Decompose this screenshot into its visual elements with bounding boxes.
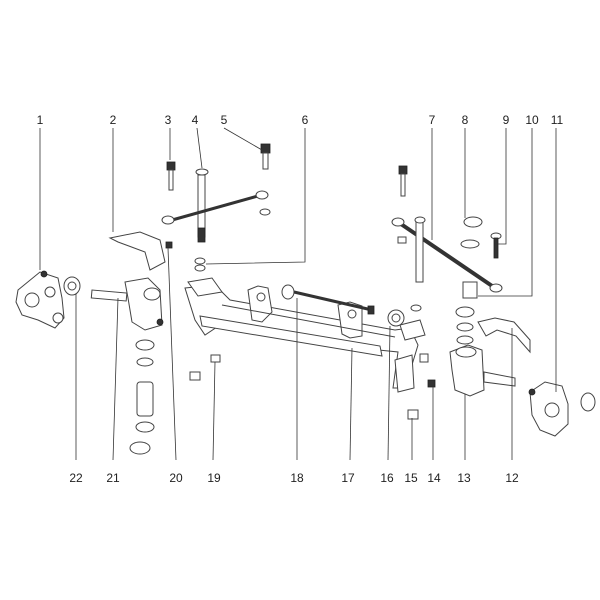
- nut-19: [189, 354, 221, 381]
- callout-15: 15: [404, 471, 418, 485]
- callout-12: 12: [505, 471, 519, 485]
- left-brake-caliper: [15, 270, 65, 329]
- left-kingpin-stack: [129, 339, 155, 455]
- callout-22: 22: [69, 471, 83, 485]
- leader-lines: [39, 127, 557, 461]
- callout-21: 21: [106, 471, 120, 485]
- bolt-14: [419, 353, 436, 388]
- left-steering-knuckle: [90, 231, 166, 331]
- right-brake-caliper: [528, 381, 596, 437]
- bolt-5: [260, 143, 271, 170]
- right-kingpin-stack: [455, 306, 475, 345]
- callout-10: 10: [525, 113, 539, 127]
- bolt-9: [490, 232, 502, 259]
- front-axle-frame: [184, 277, 426, 393]
- pivot-bolt-18: [281, 284, 375, 315]
- callout-20: 20: [169, 471, 183, 485]
- callout-3: 3: [165, 113, 172, 127]
- tie-rod-left: [161, 168, 271, 243]
- callout-14: 14: [427, 471, 441, 485]
- callout-8: 8: [462, 113, 469, 127]
- callout-11: 11: [551, 113, 564, 127]
- bracket-10: [462, 281, 478, 299]
- callout-6: 6: [302, 113, 309, 127]
- callout-9: 9: [503, 113, 510, 127]
- callout-17: 17: [341, 471, 355, 485]
- callout-19: 19: [207, 471, 221, 485]
- nut-16: [387, 304, 422, 327]
- callout-7: 7: [429, 113, 436, 127]
- nut-15: [407, 409, 419, 420]
- callout-18: 18: [290, 471, 304, 485]
- washer-6: [194, 257, 206, 272]
- callout-1: 1: [37, 113, 44, 127]
- bolt-3: [166, 161, 176, 191]
- callout-16: 16: [380, 471, 394, 485]
- callout-4: 4: [192, 113, 199, 127]
- callout-13: 13: [457, 471, 471, 485]
- bearing-8: [460, 216, 483, 249]
- bolt-20: [165, 241, 173, 249]
- right-steering-knuckle: [449, 317, 531, 397]
- callout-2: 2: [110, 113, 117, 127]
- tie-rod-right: [391, 165, 503, 293]
- axle-nut-left: [63, 276, 81, 296]
- callout-5: 5: [221, 113, 228, 127]
- callout-labels: 1 2 3 4 5 6 7 8 9 10 11 12 13 14 15 16 1…: [37, 113, 564, 485]
